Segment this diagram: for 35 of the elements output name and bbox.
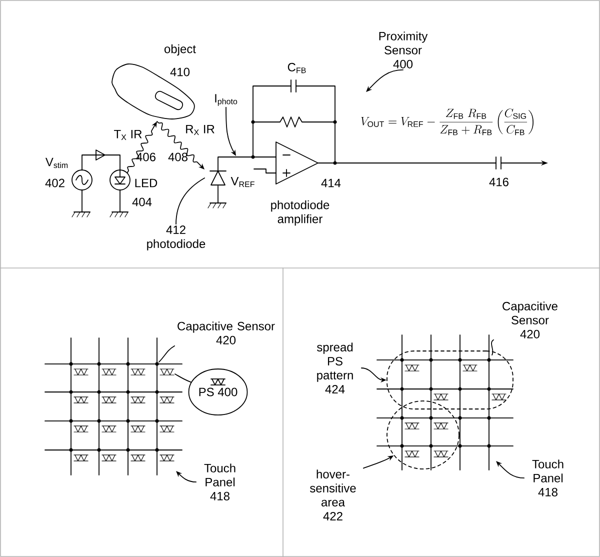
edge-label: T$_{X}$ IR [112, 128, 144, 142]
edge-label: R$_{X}$ IR [184, 124, 216, 136]
callout-label: spread PS pattern 424 [316, 342, 353, 394]
reference-number: 410 [170, 68, 190, 76]
callout-label: hover-sensitive area 422 [310, 470, 356, 520]
callout-label: Touch Panel 418 [204, 464, 236, 500]
leader-line [176, 178, 205, 225]
leader-line [158, 345, 175, 362]
leader-arrow [496, 461, 524, 478]
callout-label: Capacitive Sensor 420 [178, 322, 275, 344]
reference-number: 414 [321, 178, 341, 188]
callout-label: Capacitive Sensor 420 [502, 302, 558, 338]
hover-area-outline [386, 400, 460, 470]
component-label: LED [135, 178, 158, 188]
capacitor-label: C$_{FB}$ [288, 62, 306, 74]
callout-label: 412 photodiode [147, 226, 206, 250]
photodiode-symbol [210, 170, 226, 186]
leader-line [174, 374, 192, 383]
callout-label: Proximity Sensor 400 [379, 32, 428, 68]
leader-line [491, 339, 494, 356]
object-label: object [164, 44, 196, 56]
current-label: I$_{photo}$ [215, 94, 238, 106]
reference-number: 402 [45, 178, 64, 188]
signal-label: V$_{stim}$ [45, 158, 68, 168]
leader-arrow [366, 69, 404, 92]
component-label: photodiode amplifier [271, 200, 330, 226]
output-formula: $V_{\mathrm{OUT}}=V_{\mathrm{REF}}-\frac{Z_{\mathrm{FB}}\;R_{\mathrm{FB}}}{Z_{\mathrm{FB}}+R_{\mathrm{FB}}}\left(\frac{C_{\mathrm{SIG}}}{C_{\mathrm{FB}}}\right)$ [361, 108, 534, 136]
reference-number: 416 [489, 178, 508, 186]
spread-pattern-outline [386, 350, 514, 410]
signal-label: V$_{REF}$ [230, 176, 254, 188]
reference-number: 408 [168, 152, 188, 162]
reference-number: 404 [132, 198, 152, 206]
leader-arrow [176, 471, 196, 482]
callout-label: Touch Panel 418 [532, 460, 564, 496]
reference-number: 406 [136, 152, 156, 162]
